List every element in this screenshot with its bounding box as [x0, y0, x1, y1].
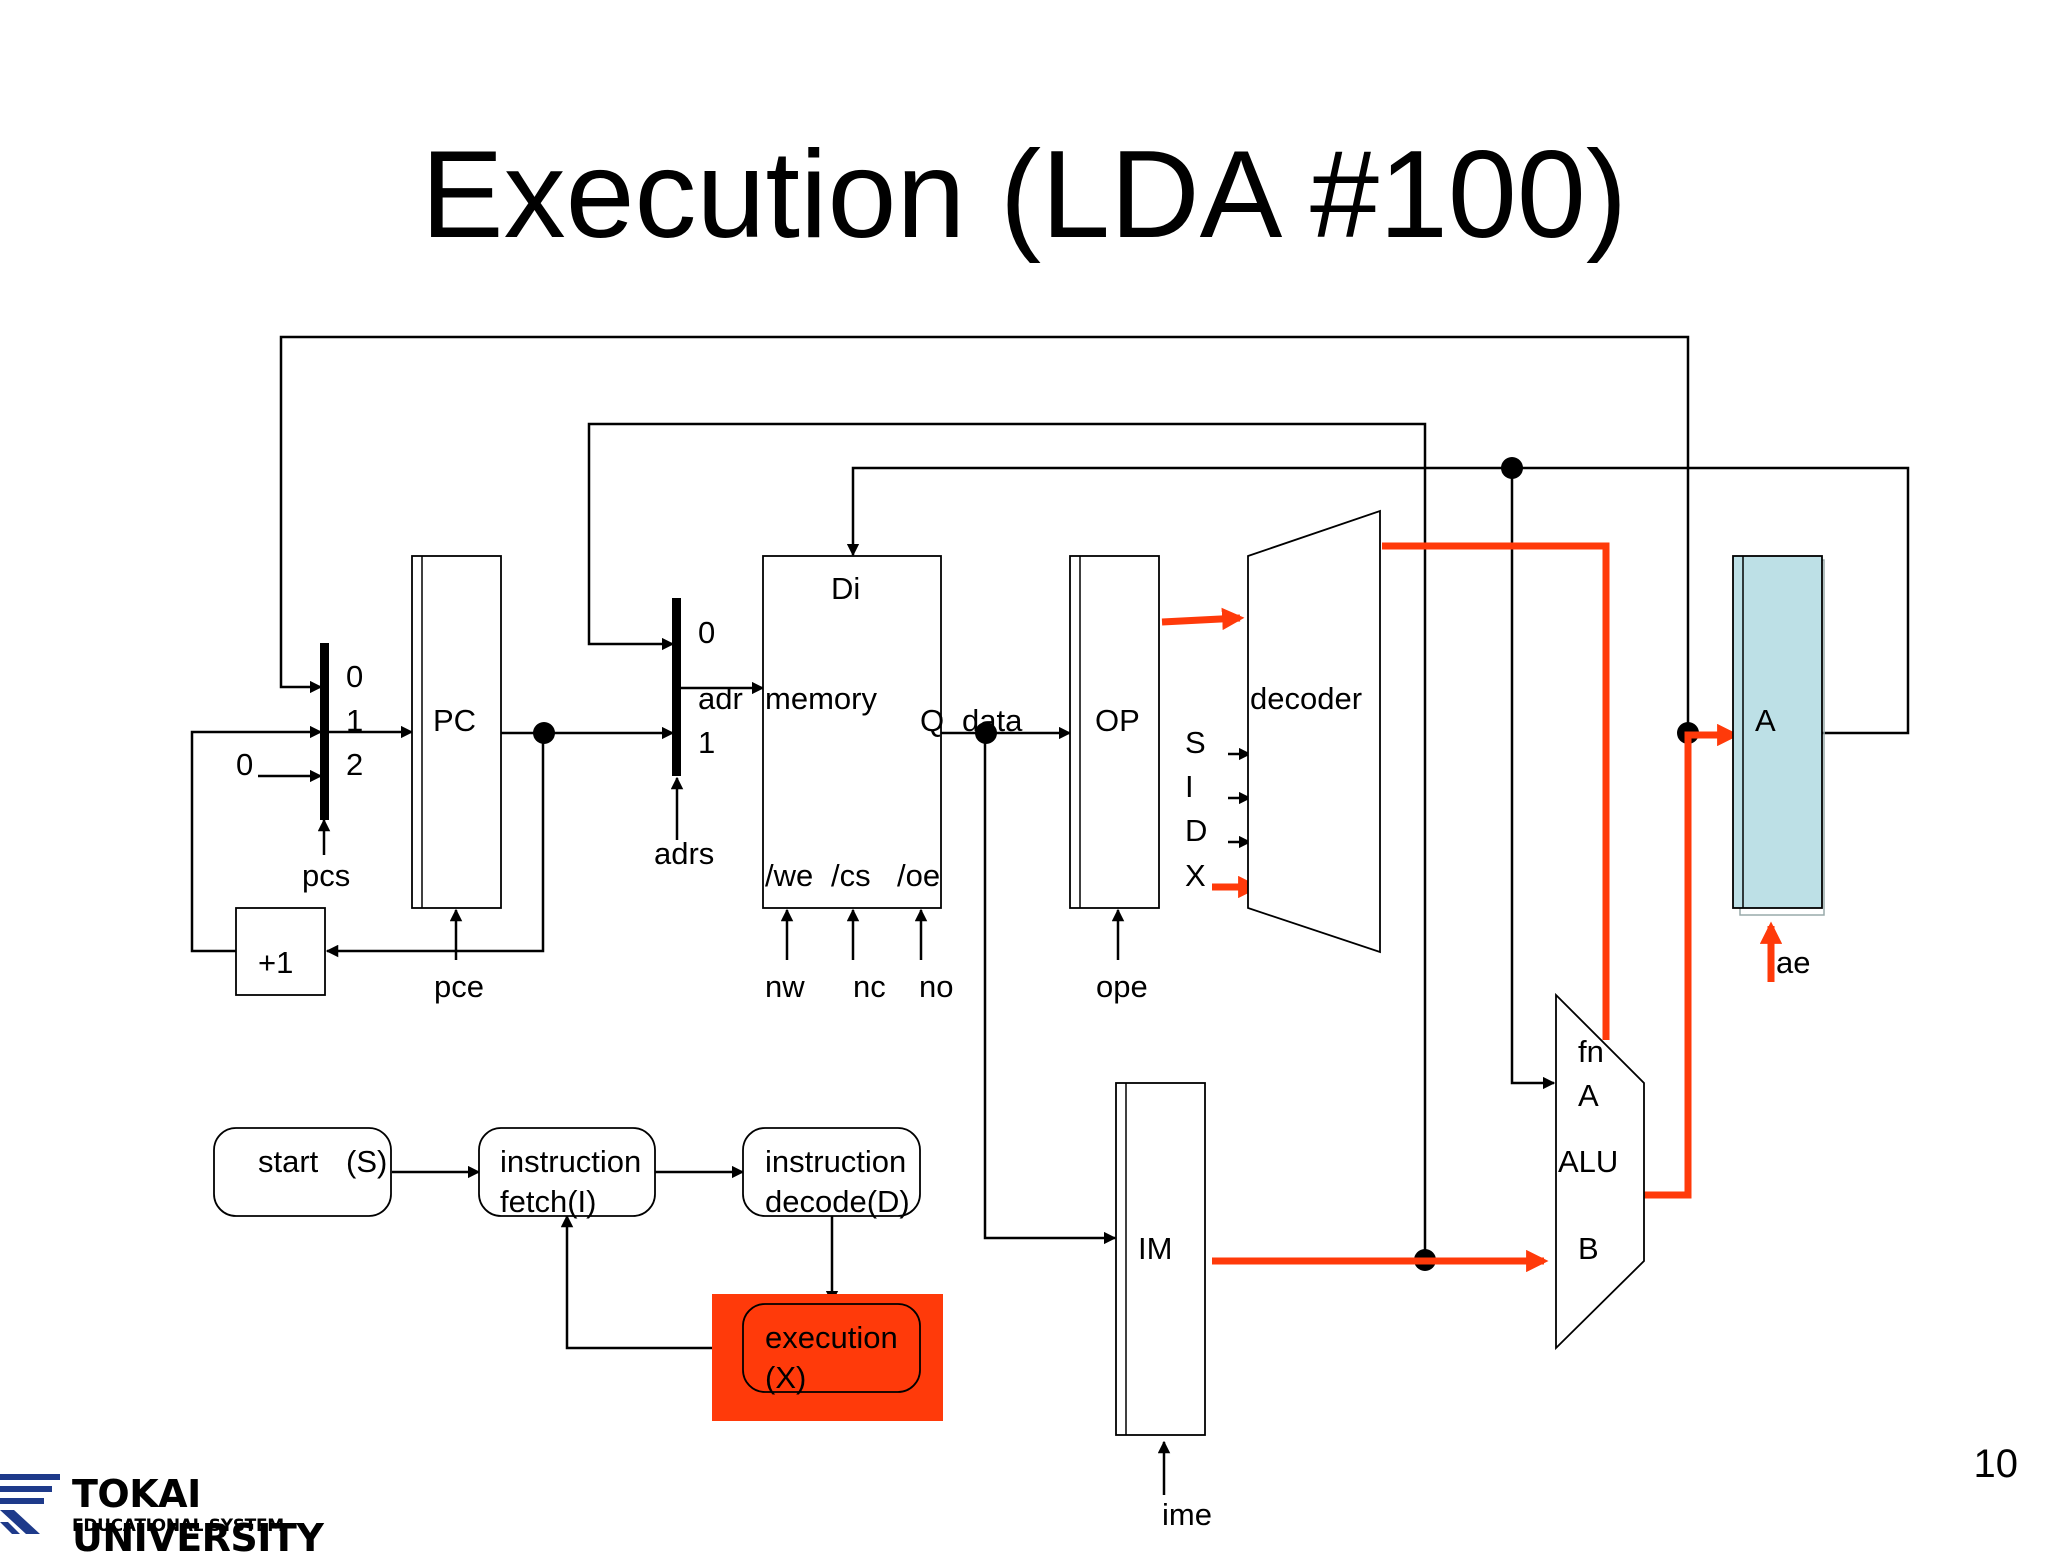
state-fetch-label-1: instruction [500, 1144, 641, 1179]
wire-data-to-im [983, 733, 1117, 1245]
edge-exec-fetch [560, 1214, 743, 1350]
im-register [1115, 1082, 1206, 1436]
active-path [1161, 542, 1783, 1273]
state-execution [742, 1303, 921, 1393]
state-input-i: I [1185, 769, 1194, 804]
components [213, 509, 1825, 1436]
alu-fn-label: fn [1578, 1034, 1604, 1069]
logo-subtitle: EDUCATIONAL SYSTEM [72, 1516, 284, 1536]
memory-label: memory [765, 681, 877, 716]
state-input-d: D [1185, 813, 1207, 848]
memory-ctrl-oe: /oe [897, 858, 940, 893]
memory-adr: adr [698, 681, 743, 716]
memory [762, 555, 942, 909]
wire-a-to-alu [1510, 468, 1556, 1090]
memory-di: Di [831, 571, 860, 606]
adr-mux-in-1: 1 [698, 725, 715, 760]
decoder [1247, 509, 1381, 954]
state-decode-label-1: instruction [765, 1144, 906, 1179]
junction-data [975, 722, 997, 744]
ime-label: ime [1162, 1497, 1212, 1532]
pc-mux-in-0: 0 [346, 659, 363, 694]
pc-register [411, 555, 502, 909]
incrementer [235, 907, 326, 996]
wire-pc-to-inc [325, 733, 545, 958]
ope-label: ope [1096, 969, 1148, 1004]
junction-pc [533, 722, 555, 744]
const-zero: 0 [236, 747, 253, 782]
state-exec-label-2: (X) [765, 1360, 806, 1395]
state-fetch [478, 1127, 656, 1217]
ae-label: ae [1776, 945, 1810, 980]
junctions [533, 457, 1699, 1271]
state-input-x: X [1185, 858, 1206, 893]
signal-nw: nw [765, 969, 805, 1004]
memory-q: Q [920, 703, 944, 738]
alu-label: ALU [1558, 1144, 1618, 1179]
university-logo: TOKAI UNIVERSITY EDUCATIONAL SYSTEM [0, 1470, 420, 1560]
adr-mux-in-0: 0 [698, 615, 715, 650]
slide-title: Execution (LDA #100) [420, 126, 1628, 264]
memory-data: data [962, 703, 1023, 738]
state-decode-label-2: decode(D) [765, 1184, 910, 1219]
adr-mux [672, 598, 681, 776]
pc-label: PC [433, 703, 476, 738]
memory-ctrl-we: /we [765, 858, 813, 893]
op-label: OP [1095, 703, 1140, 738]
wire-inc-to-pcmux [190, 725, 323, 953]
tokai-emblem-icon [0, 1474, 60, 1534]
alu [1555, 992, 1645, 1351]
signal-nc: nc [853, 969, 886, 1004]
state-start [213, 1127, 392, 1217]
state-input-s: S [1185, 725, 1206, 760]
signal-no: no [919, 969, 953, 1004]
state-start-label-1: start [258, 1144, 319, 1179]
accumulator-label: A [1755, 703, 1776, 738]
labels: 0 1 2 0 pcs PC pce +1 0 1 adrs Di adr me… [236, 571, 1810, 1532]
alu-in-b-label: B [1578, 1231, 1599, 1266]
pc-mux-in-2: 2 [346, 747, 363, 782]
state-start-label-2: (S) [346, 1144, 387, 1179]
adrs-label: adrs [654, 836, 714, 871]
page-number: 10 [1973, 1442, 2019, 1486]
junction-a-top [1501, 457, 1523, 479]
im-label: IM [1138, 1231, 1172, 1266]
pc-mux-in-1: 1 [346, 703, 363, 738]
op-register [1069, 555, 1160, 909]
wire-a-to-di [846, 466, 1910, 735]
active-op-to-decoder [1161, 607, 1245, 631]
wires [190, 335, 1910, 1495]
active-alu-to-a [1640, 723, 1740, 1199]
execution-state-highlight [712, 1294, 943, 1421]
pce-label: pce [434, 969, 484, 1004]
accumulator [1732, 555, 1823, 909]
wire-im-to-adrmux [587, 422, 1427, 1260]
state-exec-label-1: execution [765, 1320, 898, 1355]
alu-in-a-label: A [1578, 1078, 1599, 1113]
state-decode [742, 1127, 921, 1217]
active-decoder-to-fn [1382, 542, 1610, 1040]
memory-ctrl-cs: /cs [831, 858, 871, 893]
pc-mux [320, 643, 329, 820]
incrementer-label: +1 [258, 945, 293, 980]
decoder-label: decoder [1250, 681, 1362, 716]
state-fetch-label-2: fetch(I) [500, 1184, 596, 1219]
pcs-label: pcs [302, 858, 350, 893]
